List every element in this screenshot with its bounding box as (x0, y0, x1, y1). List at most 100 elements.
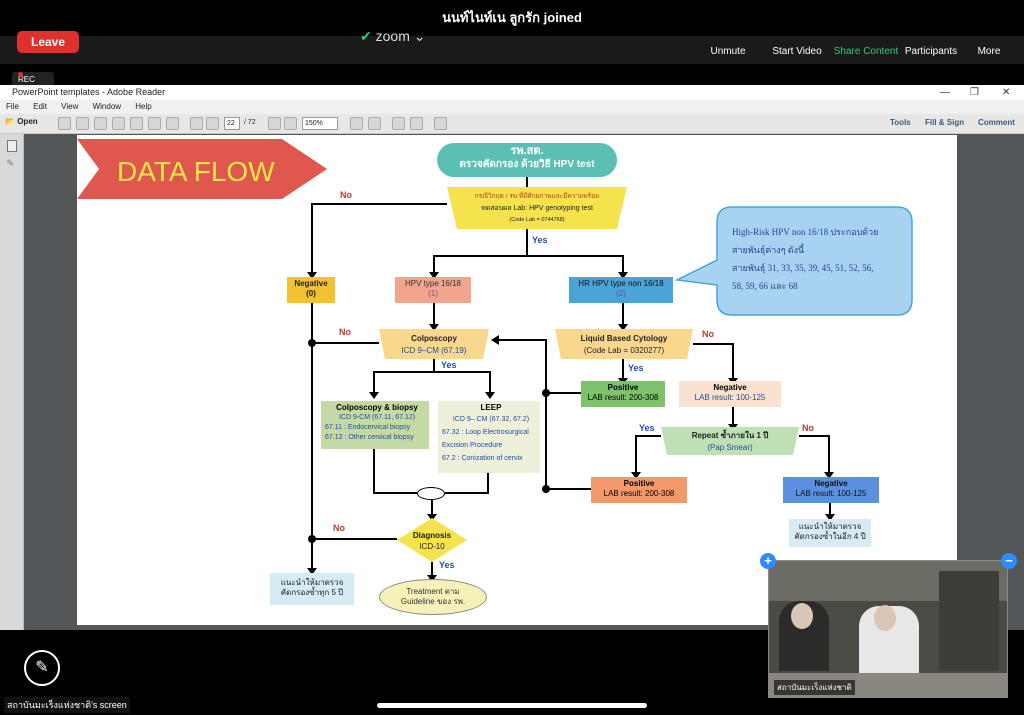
menu-file[interactable]: File (6, 102, 19, 111)
callout-line-3: สายพันธุ์ 31, 33, 35, 39, 45, 51, 52, 56… (732, 262, 873, 274)
fit-width-icon[interactable] (368, 117, 381, 130)
connector (311, 538, 397, 540)
positive-1-sub: LAB result: 200-308 (587, 393, 659, 402)
lbc-box: Liquid Based Cytology (Code Lab = 032027… (555, 329, 693, 359)
maximize-icon[interactable]: ❐ (970, 87, 979, 98)
tools-button[interactable]: Tools (890, 118, 911, 127)
edit-icon[interactable] (94, 117, 107, 130)
close-icon[interactable]: ✕ (1002, 87, 1011, 98)
advise-4yr-box: แนะนำให้มาตรวจ คัดกรองซ้ำในอีก 4 ปี (789, 519, 871, 547)
save-icon[interactable] (130, 117, 143, 130)
comment-icon[interactable] (392, 117, 405, 130)
pen-icon: ✎ (35, 659, 49, 676)
lab-test-box: กรณีวิกฤต / รพ.ที่มีศักยภาพและมีความพร้อ… (447, 187, 627, 229)
no-label: No (339, 327, 351, 337)
leep-line-1: ICD 9– CM (67.32, 67.2) (452, 416, 530, 423)
open-button[interactable]: 📂 Open (5, 117, 38, 126)
menu-view[interactable]: View (61, 102, 79, 111)
print-icon[interactable] (148, 117, 161, 130)
zoom-app-menu[interactable]: ✔ zoom ⌄ (360, 28, 425, 45)
menu-help[interactable]: Help (135, 102, 152, 111)
connector (485, 371, 495, 399)
fit-page-icon[interactable] (350, 117, 363, 130)
minimize-icon[interactable]: — (940, 87, 950, 98)
connector (369, 371, 379, 399)
minus-icon[interactable]: − (1001, 553, 1017, 569)
comment-button[interactable]: Comment (978, 118, 1015, 127)
leep-line-3: Excision Procedure (442, 442, 503, 449)
zoom-select[interactable]: 150% (302, 117, 338, 130)
page-thumbnails-icon[interactable] (6, 140, 17, 152)
recording-label: REC (18, 75, 35, 84)
diagnosis-sub: ICD-10 (419, 542, 445, 551)
callout-line-4: 58, 59, 66 และ 68 (732, 281, 798, 291)
fill-sign-button[interactable]: Fill & Sign (925, 118, 965, 127)
yes-label: Yes (628, 363, 644, 373)
rpsot-title-box: รพ.สต. ตรวจคัดกรอง ด้วยวิธี HPV test (437, 143, 617, 177)
person-1-face (791, 603, 813, 629)
unmute-button[interactable]: Unmute (710, 46, 746, 57)
connector (824, 435, 834, 479)
expand-icon[interactable] (434, 117, 447, 130)
negative-1-title: Negative (713, 383, 747, 392)
arrow-left-icon (491, 335, 499, 345)
next-page-icon[interactable] (206, 117, 219, 130)
highlight-icon[interactable] (410, 117, 423, 130)
biopsy-box: Colposcopy & biopsy ICD 9-CM (67.11, 67.… (321, 401, 429, 449)
pdf-icon[interactable] (76, 117, 89, 130)
record-dot-icon (18, 72, 23, 77)
negative-2-sub: LAB result: 100-125 (795, 489, 867, 498)
colposcopy-title: Colposcopy (411, 334, 457, 343)
connector (311, 203, 447, 205)
plus-icon[interactable]: + (760, 553, 776, 569)
menu-window[interactable]: Window (92, 102, 122, 111)
hpv-1618-sub: (1) (428, 289, 438, 298)
title-line-2: ตรวจคัดกรอง ด้วยวิธี HPV test (459, 159, 595, 170)
advise-4yr-line-2: คัดกรองซ้ำในอีก 4 ปี (794, 532, 866, 541)
cloud-icon[interactable] (112, 117, 125, 130)
participant-video[interactable] (768, 560, 1008, 698)
biopsy-title: Colposcopy & biopsy (336, 403, 418, 412)
page-number-input[interactable]: 22 (224, 117, 240, 130)
zoom-out-icon[interactable] (268, 117, 281, 130)
prev-page-icon[interactable] (190, 117, 203, 130)
connector (618, 359, 628, 385)
connector (427, 562, 437, 582)
left-nav-panel: ✎ (0, 134, 24, 630)
menu-bar: File Edit View Window Help (0, 100, 1024, 114)
menu-edit[interactable]: Edit (33, 102, 47, 111)
connector (799, 435, 829, 437)
pen-tool-icon[interactable]: ✎ (6, 158, 15, 168)
negative-0-sub: (0) (306, 289, 316, 298)
share-content-button[interactable]: Share Content (833, 46, 899, 57)
connector (635, 435, 661, 437)
start-video-button[interactable]: Start Video (772, 46, 822, 57)
positive-1-box: Positive LAB result: 200-308 (581, 381, 665, 407)
zoom-in-icon[interactable] (284, 117, 297, 130)
advise-5yr-line-2: คัดกรองซ้ำทุก 5 ปี (280, 588, 344, 597)
more-button[interactable]: More (977, 46, 1001, 57)
yes-label: Yes (532, 235, 548, 245)
no-label: No (340, 190, 352, 200)
email-icon[interactable] (166, 117, 179, 130)
treatment-line-2: Guideline ของ รพ. (400, 597, 466, 606)
junction-dot (542, 389, 550, 397)
hr-hpv-sub: (2) (616, 289, 626, 298)
connector (526, 177, 528, 187)
leep-line-4: 67.2 : Conization of cervix (442, 455, 523, 462)
no-label: No (802, 423, 814, 433)
create-pdf-icon[interactable] (58, 117, 71, 130)
connector (373, 371, 491, 373)
connector (618, 255, 628, 279)
lbc-title: Liquid Based Cytology (581, 334, 668, 343)
leave-button[interactable]: Leave (17, 31, 79, 53)
participants-button[interactable]: Participants (904, 46, 958, 57)
reader-toolbar: 📂 Open 22 / 72 150% Tools Fill & Sign Co… (0, 114, 1024, 134)
connector (307, 539, 317, 575)
hpv-1618-title: HPV type 16/18 (404, 279, 462, 288)
banner-text: DATA FLOW (117, 156, 275, 187)
shield-check-icon: ✔ (360, 28, 372, 44)
annotate-button[interactable]: ✎ (24, 650, 60, 686)
repeat-box: Repeat ซ้ำภายใน 1 ปี (Pap Smear) (661, 427, 799, 455)
connector (373, 492, 417, 494)
